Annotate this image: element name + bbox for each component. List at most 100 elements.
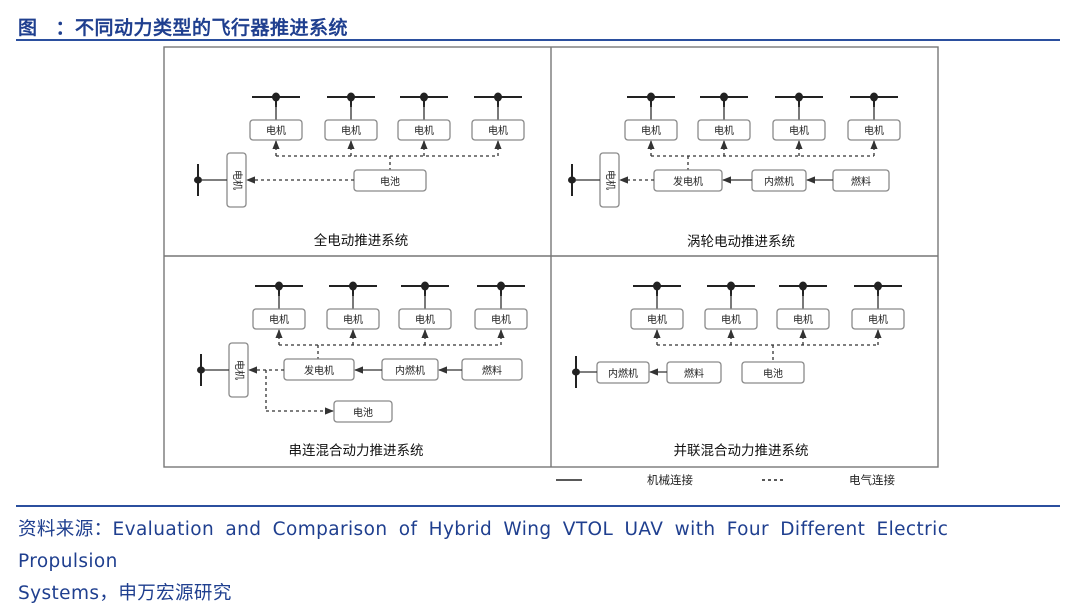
side-motor-label: 电机 [604, 170, 617, 190]
pusher-propeller-icon [196, 353, 206, 387]
battery-label: 电池 [353, 406, 373, 419]
engine-label: 内燃机 [395, 364, 425, 377]
motor-label: 电机 [868, 313, 888, 326]
side-motor-box: 电机 [226, 152, 247, 208]
pusher-propeller-icon [567, 163, 577, 197]
rotor-propeller-icon [473, 91, 523, 108]
motor-label: 电机 [721, 313, 741, 326]
panel-parallel-hybrid: 电机 电机 电机 电机 电池 燃料 内燃机 并联混合动力推进系统 [571, 280, 905, 459]
motor-label: 电机 [793, 313, 813, 326]
rotor-propeller-icon [853, 280, 903, 297]
panel-caption: 串连混合动力推进系统 [289, 443, 424, 459]
motor-label: 电机 [341, 124, 361, 137]
motor-box: 电机 [847, 119, 901, 141]
side-motor-box: 电机 [228, 342, 249, 398]
engine-label: 内燃机 [764, 175, 794, 188]
legend-mechanical-label: 机械连接 [647, 473, 693, 487]
fuel-box: 燃料 [666, 361, 722, 384]
pusher-propeller-icon [571, 355, 581, 389]
rotor-propeller-icon [706, 280, 756, 297]
motor-box: 电机 [776, 308, 830, 330]
panel-series-hybrid: 电机 电机 电机 电机 发电机 内燃机 燃料 电池 电机 串连混合动力推进系统 [196, 280, 528, 459]
panel-caption: 全电动推进系统 [314, 232, 409, 249]
fuel-label: 燃料 [482, 364, 502, 377]
legend-electrical-label: 电气连接 [849, 473, 895, 487]
motor-box: 电机 [398, 308, 452, 330]
figure-label: 图 [18, 17, 38, 39]
motor-label: 电机 [415, 313, 435, 326]
motor-box: 电机 [630, 308, 684, 330]
panel-all-electric: 电机 电机 电机 电机 电池 电机 全电动推进系统 [193, 91, 525, 249]
source-note: 资料来源：Evaluation and Comparison of Hybrid… [18, 514, 1048, 610]
motor-box: 电机 [704, 308, 758, 330]
rotor-propeller-icon [849, 91, 899, 108]
motor-box: 电机 [326, 308, 380, 330]
fuel-box: 燃料 [832, 169, 890, 192]
side-motor-label: 电机 [231, 170, 244, 190]
rotor-propeller-icon [400, 280, 450, 297]
rotor-propeller-icon [326, 91, 376, 108]
motor-label: 电机 [269, 313, 289, 326]
motor-box: 电机 [324, 119, 378, 141]
motor-box: 电机 [471, 119, 525, 141]
motor-box: 电机 [474, 308, 528, 330]
figure-title: 图 ：不同动力类型的飞行器推进系统 [18, 13, 348, 40]
pusher-propeller-icon [193, 163, 203, 197]
title-colon: ： [55, 17, 76, 39]
source-line-2: Systems，申万宏源研究 [18, 583, 232, 604]
battery-box: 电池 [333, 400, 393, 423]
rotor-propeller-icon [778, 280, 828, 297]
motor-box: 电机 [397, 119, 451, 141]
fuel-box: 燃料 [461, 358, 523, 381]
rotor-propeller-icon [476, 280, 526, 297]
motor-box: 电机 [249, 119, 303, 141]
motor-label: 电机 [491, 313, 511, 326]
bottom-rule [16, 505, 1060, 507]
engine-box: 内燃机 [596, 361, 650, 384]
rotor-propeller-icon [774, 91, 824, 108]
rotor-propeller-icon [632, 280, 682, 297]
engine-box: 内燃机 [381, 358, 439, 381]
fuel-label: 燃料 [851, 175, 871, 188]
motor-label: 电机 [266, 124, 286, 137]
source-line-1: 资料来源：Evaluation and Comparison of Hybrid… [18, 519, 949, 572]
rotor-propeller-icon [626, 91, 676, 108]
motor-label: 电机 [488, 124, 508, 137]
propulsion-diagram: 电机 电机 电机 电机 电池 电机 全电动推进系统 电机 电机 电机 电机 [163, 46, 939, 487]
top-rule [16, 39, 1060, 41]
generator-label: 发电机 [304, 364, 334, 377]
generator-box: 发电机 [283, 358, 355, 381]
side-motor-label: 电机 [233, 360, 246, 380]
motor-box: 电机 [624, 119, 678, 141]
motor-label: 电机 [647, 313, 667, 326]
panel-caption: 涡轮电动推进系统 [687, 234, 795, 250]
figure-title-text: 不同动力类型的飞行器推进系统 [75, 17, 349, 39]
engine-label: 内燃机 [608, 367, 638, 380]
rotor-propeller-icon [699, 91, 749, 108]
rotor-propeller-icon [254, 280, 304, 297]
legend: 机械连接 电气连接 [556, 473, 895, 487]
motor-box: 电机 [772, 119, 826, 141]
side-motor-box: 电机 [599, 152, 620, 208]
rotor-propeller-icon [251, 91, 301, 108]
battery-label: 电池 [763, 367, 783, 380]
motor-label: 电机 [714, 124, 734, 137]
panel-caption: 并联混合动力推进系统 [674, 443, 809, 459]
motor-label: 电机 [343, 313, 363, 326]
motor-box: 电机 [697, 119, 751, 141]
motor-box: 电机 [851, 308, 905, 330]
panel-turbo-electric: 电机 电机 电机 电机 发电机 内燃机 燃料 电机 涡轮电动推进系统 [567, 91, 901, 250]
motor-label: 电机 [414, 124, 434, 137]
generator-label: 发电机 [673, 175, 703, 188]
engine-box: 内燃机 [751, 169, 807, 192]
fuel-label: 燃料 [684, 367, 704, 380]
generator-box: 发电机 [653, 169, 723, 192]
rotor-propeller-icon [328, 280, 378, 297]
battery-box: 电池 [353, 169, 427, 192]
battery-label: 电池 [380, 175, 400, 188]
battery-box: 电池 [741, 361, 805, 384]
motor-label: 电机 [864, 124, 884, 137]
motor-box: 电机 [252, 308, 306, 330]
motor-label: 电机 [789, 124, 809, 137]
rotor-propeller-icon [399, 91, 449, 108]
